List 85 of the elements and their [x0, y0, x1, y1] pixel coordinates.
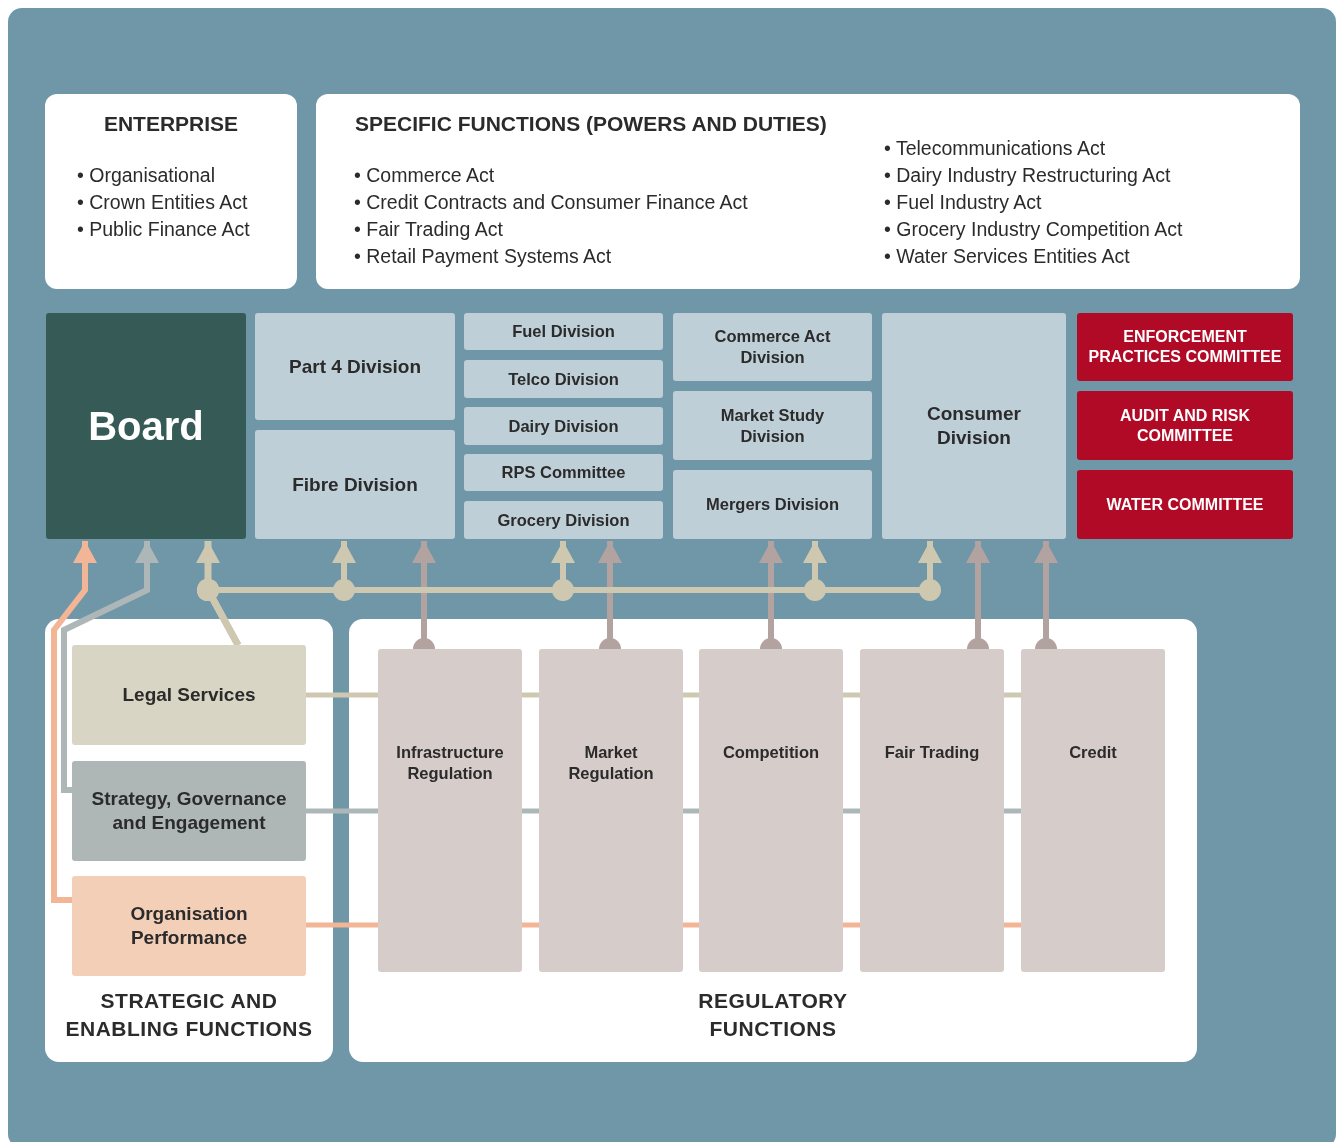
- arrow: [61, 541, 159, 793]
- section-heading: ENTERPRISE: [102, 112, 240, 136]
- node-label: Credit: [1068, 742, 1118, 763]
- division-box: [464, 360, 663, 398]
- node-label: Competition: [721, 742, 821, 763]
- function-box: [72, 645, 306, 745]
- connector-line: [843, 808, 860, 814]
- function-box: [1021, 649, 1165, 972]
- section-heading: SPECIFIC FUNCTIONS (POWERS AND DUTIES): [355, 112, 827, 136]
- connector-line: [683, 922, 699, 928]
- function-panel: [349, 619, 1197, 1062]
- list-item: • Organisational: [77, 163, 216, 188]
- list-item: • Commerce Act: [354, 163, 496, 188]
- function-box: [699, 649, 843, 972]
- info-card: [316, 94, 1300, 289]
- arrow: [197, 541, 942, 647]
- committee-box: [1077, 470, 1293, 539]
- node-label: Commerce Act Division: [713, 326, 832, 368]
- list-item: • Fair Trading Act: [354, 217, 504, 242]
- division-box: [255, 313, 455, 420]
- node-label: Mergers Division: [706, 494, 839, 515]
- node-label: Fair Trading: [883, 742, 981, 763]
- committee-box: [1077, 391, 1293, 460]
- arrow: [196, 541, 242, 647]
- connector-line: [306, 922, 378, 928]
- function-box: [72, 876, 306, 976]
- connector-line: [843, 922, 860, 928]
- panel-heading: REGULATORY FUNCTIONS: [697, 988, 849, 1042]
- panel-heading: STRATEGIC AND ENABLING FUNCTIONS: [64, 988, 314, 1042]
- division-box: [673, 313, 872, 381]
- node-label: Grocery Division: [497, 509, 630, 531]
- list-item: • Dairy Industry Restructuring Act: [884, 163, 1172, 188]
- node-label: Market Study Division: [719, 404, 826, 447]
- division-box: [673, 470, 872, 539]
- node-label: WATER COMMITTEE: [1106, 494, 1264, 515]
- connector-line: [522, 808, 539, 814]
- division-box: [882, 313, 1066, 539]
- function-panel: [45, 619, 333, 1062]
- node-label: Market Regulation: [567, 742, 655, 784]
- arrow: [51, 541, 97, 903]
- connector-line: [683, 808, 699, 814]
- node-label: Strategy, Governance and Engagement: [90, 787, 288, 835]
- division-box: [464, 407, 663, 445]
- list-item: • Water Services Entities Act: [884, 244, 1131, 269]
- node-label: Board: [88, 403, 204, 450]
- list-item: • Telecommunications Act: [884, 136, 1107, 161]
- connector-line: [306, 692, 378, 698]
- node-label: Fibre Division: [292, 472, 418, 497]
- connector-line: [522, 692, 539, 698]
- division-box: [464, 313, 663, 350]
- connector-line: [843, 692, 860, 698]
- info-card: [45, 94, 297, 289]
- committee-box: [464, 454, 663, 491]
- node-label: Infrastructure Regulation: [395, 742, 505, 784]
- list-item: • Retail Payment Systems Act: [354, 244, 613, 269]
- node-label: Part 4 Division: [289, 354, 421, 379]
- connector-line: [683, 692, 699, 698]
- node-label: RPS Committee: [501, 462, 626, 483]
- list-item: • Credit Contracts and Consumer Finance Act: [354, 190, 748, 215]
- function-box: [72, 761, 306, 861]
- connector-line: [1004, 808, 1021, 814]
- node-label: Dairy Division: [508, 415, 619, 437]
- connector-line: [522, 922, 539, 928]
- board-box: [46, 313, 246, 539]
- node-label: ENFORCEMENT PRACTICES COMMITTEE: [1087, 327, 1283, 367]
- node-label: Fuel Division: [512, 321, 615, 342]
- list-item: • Grocery Industry Competition Act: [884, 217, 1183, 242]
- division-box: [255, 430, 455, 539]
- function-box: [860, 649, 1004, 972]
- node-label: Telco Division: [508, 368, 619, 390]
- list-item: • Public Finance Act: [77, 217, 250, 242]
- list-item: • Fuel Industry Act: [884, 190, 1043, 215]
- division-box: [464, 501, 663, 539]
- node-label: Legal Services: [122, 683, 256, 707]
- connector-line: [1004, 692, 1021, 698]
- node-label: AUDIT AND RISK COMMITTEE: [1118, 405, 1252, 446]
- committee-box: [1077, 313, 1293, 381]
- function-box: [539, 649, 683, 972]
- node-label: Organisation Performance: [129, 902, 249, 950]
- list-item: • Crown Entities Act: [77, 190, 249, 215]
- connector-line: [1004, 922, 1021, 928]
- node-label: Consumer Division: [926, 402, 1022, 450]
- connector-line: [306, 808, 378, 814]
- division-box: [673, 391, 872, 460]
- function-box: [378, 649, 522, 972]
